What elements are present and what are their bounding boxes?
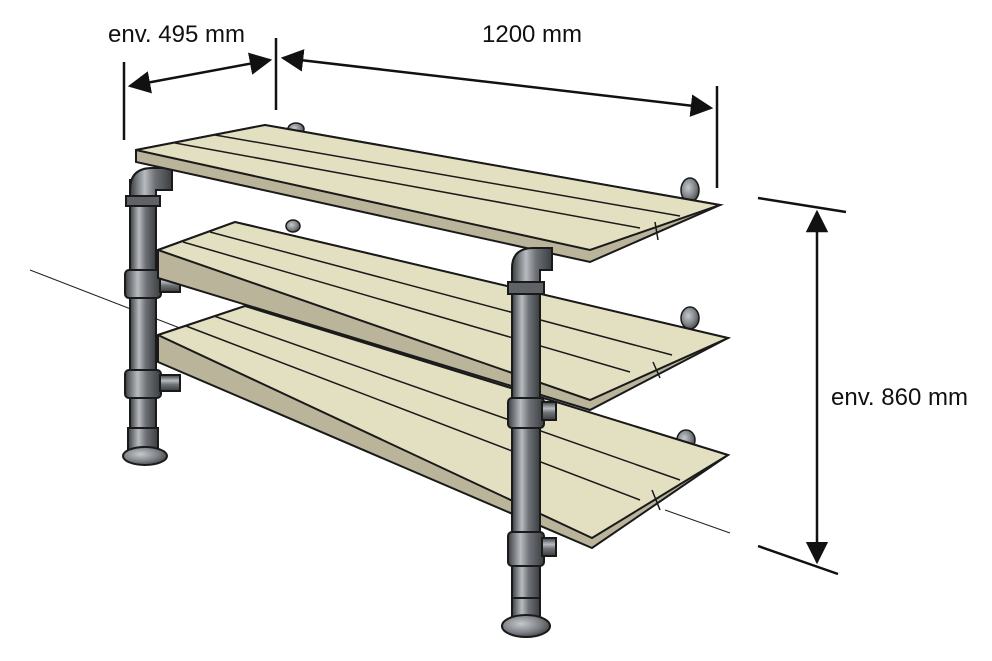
height-label: env. 860 mm [831, 384, 968, 411]
reference-line-right [664, 509, 731, 534]
dimension-depth: env. 495 mm [108, 21, 278, 140]
right-leg-pipe [501, 247, 557, 638]
shelf-top [135, 123, 724, 264]
shelf-bottom [155, 304, 731, 550]
shelf-middle [155, 220, 732, 412]
depth-label: env. 495 mm [108, 21, 245, 48]
wall-flanges [285, 122, 700, 451]
reference-line-left [29, 269, 186, 331]
dimension-height: env. 860 mm [757, 196, 968, 576]
left-leg-pipe [122, 167, 181, 466]
width-label: 1200 mm [482, 21, 582, 48]
dimension-width: 1200 mm [280, 21, 719, 188]
